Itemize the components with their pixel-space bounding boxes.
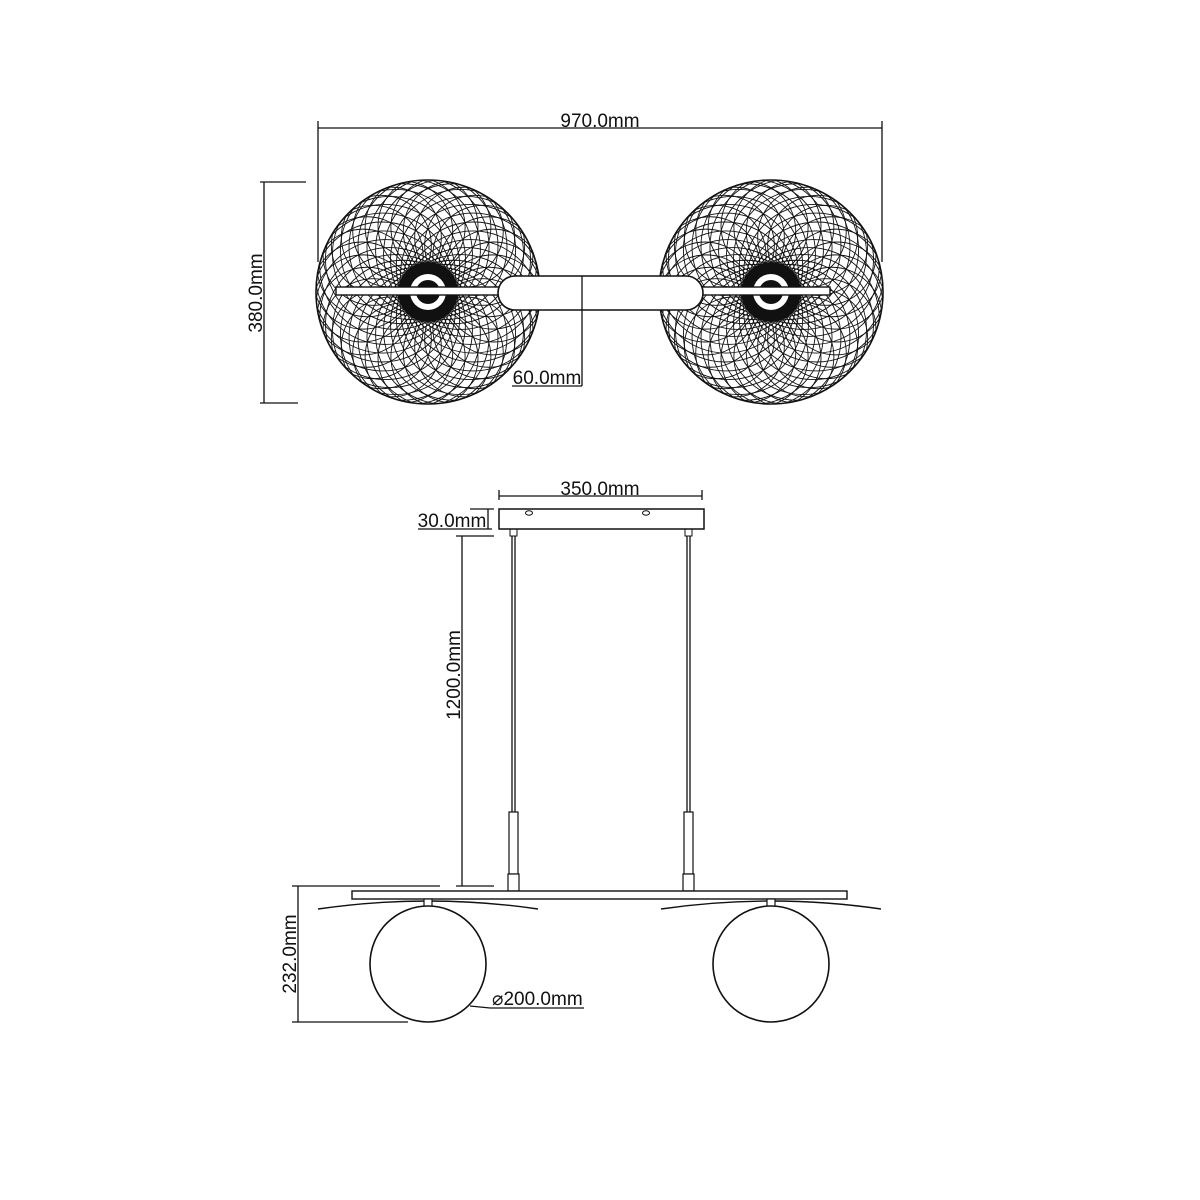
- mesh-strand: [383, 259, 525, 401]
- mesh-strand: [339, 180, 481, 320]
- mesh-strand: [322, 278, 424, 380]
- mesh-strand: [319, 247, 461, 389]
- mesh-strand: [414, 296, 516, 398]
- front-view: 350.0mm 30.0mm: [280, 479, 882, 1023]
- overall-width-dimension: [317, 121, 883, 262]
- mesh-strand: [682, 180, 824, 320]
- mesh-strand: [743, 239, 883, 381]
- canopy-height-label: 30.0mm: [418, 511, 487, 532]
- arm-bar-top: [335, 275, 831, 311]
- mesh-strand: [726, 183, 868, 325]
- mesh-strand: [659, 203, 799, 345]
- mesh-strand: [775, 278, 877, 380]
- mesh-strand: [331, 183, 473, 325]
- mesh-strand: [316, 203, 456, 345]
- left-globe: [369, 905, 487, 1023]
- top-view: 970.0mm 380.0mm: [246, 111, 884, 405]
- lower-height-label: 232.0mm: [280, 914, 301, 993]
- mesh-strand: [665, 278, 767, 380]
- arm-width-label: 60.0mm: [513, 368, 582, 389]
- canopy-height-dimension: [418, 508, 494, 530]
- mesh-strand: [400, 203, 540, 345]
- mesh-strand: [319, 195, 461, 337]
- mesh-strand: [674, 259, 816, 401]
- mesh-strand: [400, 239, 540, 381]
- mesh-strand: [340, 296, 442, 398]
- mesh-strand: [738, 247, 880, 389]
- mesh-strand: [662, 247, 804, 389]
- mesh-strand: [743, 203, 883, 345]
- cable-length-dimension: [456, 535, 494, 887]
- mesh-strand: [395, 247, 537, 389]
- mesh-strand: [339, 264, 481, 404]
- canopy: [498, 508, 705, 537]
- mesh-strand: [662, 195, 804, 337]
- globe-diameter-label: ⌀200.0mm: [492, 989, 583, 1010]
- lamp-bar-front: [317, 890, 882, 910]
- mesh-strand: [682, 264, 824, 404]
- globe-diameter-leader: [469, 1005, 584, 1009]
- mesh-strand: [432, 278, 534, 380]
- lower-height-dimension: [292, 885, 440, 1023]
- mesh-strand: [718, 180, 860, 320]
- mesh-strand: [375, 180, 517, 320]
- arm-width-dimension: [512, 276, 583, 387]
- shade-height-label: 380.0mm: [246, 253, 267, 332]
- mesh-strand: [316, 239, 456, 381]
- right-globe: [712, 905, 830, 1023]
- mesh-strand: [432, 204, 534, 306]
- mesh-strand: [331, 259, 473, 401]
- mesh-strand: [395, 195, 537, 337]
- suspension-cables: [507, 536, 695, 892]
- mesh-strand: [775, 204, 877, 306]
- cable-length-label: 1200.0mm: [444, 630, 465, 720]
- right-shade-mesh: [659, 180, 883, 404]
- mesh-strand: [683, 296, 785, 398]
- mesh-strand: [726, 259, 868, 401]
- left-shade-top: [315, 179, 541, 405]
- mesh-strand: [659, 239, 799, 381]
- mesh-strand: [665, 204, 767, 306]
- mesh-strand: [718, 264, 860, 404]
- mesh-strand: [322, 204, 424, 306]
- mesh-strand: [674, 183, 816, 325]
- mesh-strand: [757, 296, 859, 398]
- mesh-strand: [383, 183, 525, 325]
- overall-width-label: 970.0mm: [560, 111, 639, 132]
- canopy-width-label: 350.0mm: [560, 479, 639, 500]
- mesh-strand: [738, 195, 880, 337]
- mesh-strand: [375, 264, 517, 404]
- shade-height-dimension: [260, 181, 306, 404]
- canopy-width-dimension: [498, 490, 703, 500]
- center-hub: [497, 275, 704, 311]
